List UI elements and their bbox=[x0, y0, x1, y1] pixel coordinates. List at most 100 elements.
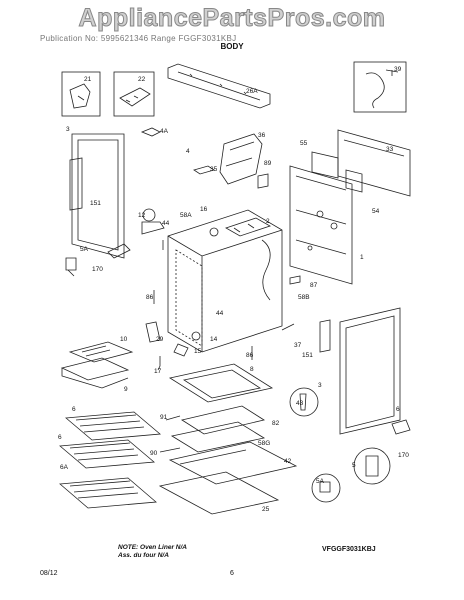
part-54-component bbox=[345, 169, 363, 193]
section-title: BODY bbox=[220, 42, 244, 51]
part-58g-pan bbox=[170, 421, 266, 453]
callout-91: 91 bbox=[160, 414, 168, 421]
part-22-drawing bbox=[119, 87, 151, 107]
part-58a-liner bbox=[175, 249, 203, 347]
callout-58a: 58A bbox=[180, 212, 192, 219]
part-box-39 bbox=[353, 61, 407, 113]
callout-9: 9 bbox=[124, 386, 128, 393]
part-82-panel bbox=[180, 405, 266, 435]
part-3-side-panel bbox=[71, 133, 125, 259]
part-21-drawing bbox=[69, 83, 91, 109]
callout-89: 89 bbox=[264, 160, 272, 167]
part-10-broil-pan bbox=[68, 341, 134, 363]
callout-39: 39 bbox=[394, 66, 402, 73]
callout-86-left: 86 bbox=[146, 294, 154, 301]
callout-37: 37 bbox=[294, 342, 302, 349]
part-25-floor bbox=[158, 471, 280, 515]
part-12-valve bbox=[141, 221, 165, 235]
callout-86-right: 86 bbox=[246, 352, 254, 359]
part-39-drawing bbox=[365, 69, 399, 109]
callout-33: 33 bbox=[386, 146, 394, 153]
callout-44-mid: 44 bbox=[216, 310, 224, 317]
callout-6-mid: 6 bbox=[58, 434, 62, 441]
callout-22: 22 bbox=[138, 76, 146, 83]
publication-header: Publication No: 5995621346 Range FGGF303… bbox=[40, 34, 237, 43]
callout-1: 1 bbox=[360, 254, 364, 261]
callout-3-right: 3 bbox=[318, 382, 322, 389]
part-8-drawer-bottom bbox=[168, 363, 274, 403]
callout-6-right: 6 bbox=[396, 406, 400, 413]
part-box-22 bbox=[113, 71, 155, 117]
callout-5a-left: 5A bbox=[80, 246, 88, 253]
callout-14: 14 bbox=[210, 336, 218, 343]
note-english: NOTE: Oven Liner N/A bbox=[118, 544, 187, 551]
callout-16: 16 bbox=[200, 206, 208, 213]
part-89-bracket bbox=[257, 173, 269, 189]
callout-170-left: 170 bbox=[92, 266, 103, 273]
footer-date: 08/12 bbox=[40, 570, 58, 577]
callout-35: 35 bbox=[210, 166, 218, 173]
part-42-pan bbox=[168, 441, 298, 485]
part-14-knob bbox=[191, 331, 201, 341]
note-block: NOTE: Oven Liner N/A Ass. du four N/A bbox=[118, 544, 187, 560]
callout-42: 42 bbox=[284, 458, 292, 465]
part-55-bracket bbox=[311, 151, 339, 179]
callout-21: 21 bbox=[84, 76, 92, 83]
callout-25: 25 bbox=[262, 506, 270, 513]
part-box-21 bbox=[61, 71, 101, 117]
part-2-top-burner bbox=[225, 217, 271, 237]
part-36-burner-box bbox=[219, 133, 263, 185]
callout-29: 29 bbox=[156, 336, 164, 343]
callout-4a: 4A bbox=[160, 128, 168, 135]
page-number: 6 bbox=[230, 570, 234, 577]
part-86-legs bbox=[153, 290, 253, 360]
callout-26a: 26A bbox=[246, 88, 258, 95]
part-3-side-panel-right bbox=[339, 307, 401, 435]
callout-6-top: 6 bbox=[72, 406, 76, 413]
part-5a-leveler-left bbox=[65, 257, 77, 277]
callout-3-left: 3 bbox=[66, 126, 70, 133]
model-number: VFGGF3031KBJ bbox=[322, 546, 376, 553]
part-35-valve bbox=[193, 165, 215, 175]
part-5a-leveler-detail bbox=[311, 473, 341, 503]
callout-15: 15 bbox=[194, 348, 202, 355]
callout-90: 90 bbox=[150, 450, 158, 457]
callout-58b: 58B bbox=[298, 294, 310, 301]
callout-151-right: 151 bbox=[302, 352, 313, 359]
callout-6a: 6A bbox=[60, 464, 68, 471]
part-37-screw bbox=[281, 323, 295, 331]
part-170-bracket-left bbox=[107, 243, 131, 259]
part-33-back-panel bbox=[337, 129, 411, 197]
part-170-bracket-right bbox=[391, 419, 411, 435]
part-15-orifice bbox=[173, 343, 189, 357]
part-43-detail bbox=[289, 387, 319, 417]
part-4a-clip bbox=[140, 127, 161, 137]
callout-55: 55 bbox=[300, 140, 308, 147]
part-90-91-rails bbox=[159, 415, 181, 453]
callout-2: 2 bbox=[266, 218, 270, 225]
part-6a-rack-bottom bbox=[59, 477, 157, 509]
callout-17: 17 bbox=[154, 368, 162, 375]
part-17-spring bbox=[157, 356, 161, 371]
part-5-leveler-detail bbox=[353, 447, 391, 485]
callout-12: 12 bbox=[138, 212, 146, 219]
callout-5: 5 bbox=[352, 462, 356, 469]
callout-170-right: 170 bbox=[398, 452, 409, 459]
callout-5a-detail: 5A bbox=[316, 478, 324, 485]
part-16-igniter bbox=[209, 227, 219, 237]
callout-36: 36 bbox=[258, 132, 266, 139]
part-6-rack-top bbox=[65, 411, 161, 441]
callout-8: 8 bbox=[250, 366, 254, 373]
callout-44-top: 44 bbox=[162, 220, 170, 227]
part-58b-insulation bbox=[261, 239, 271, 301]
part-9-broiler bbox=[60, 357, 130, 389]
callout-10: 10 bbox=[120, 336, 128, 343]
part-151-right-insulation bbox=[319, 319, 331, 353]
note-french: Ass. du four N/A bbox=[118, 552, 169, 559]
part-151-insulation bbox=[69, 157, 83, 211]
watermark: AppliancePartsPros.com bbox=[78, 4, 386, 33]
callout-87: 87 bbox=[310, 282, 318, 289]
part-29-cover bbox=[145, 321, 161, 343]
part-6-rack-mid bbox=[59, 439, 155, 469]
